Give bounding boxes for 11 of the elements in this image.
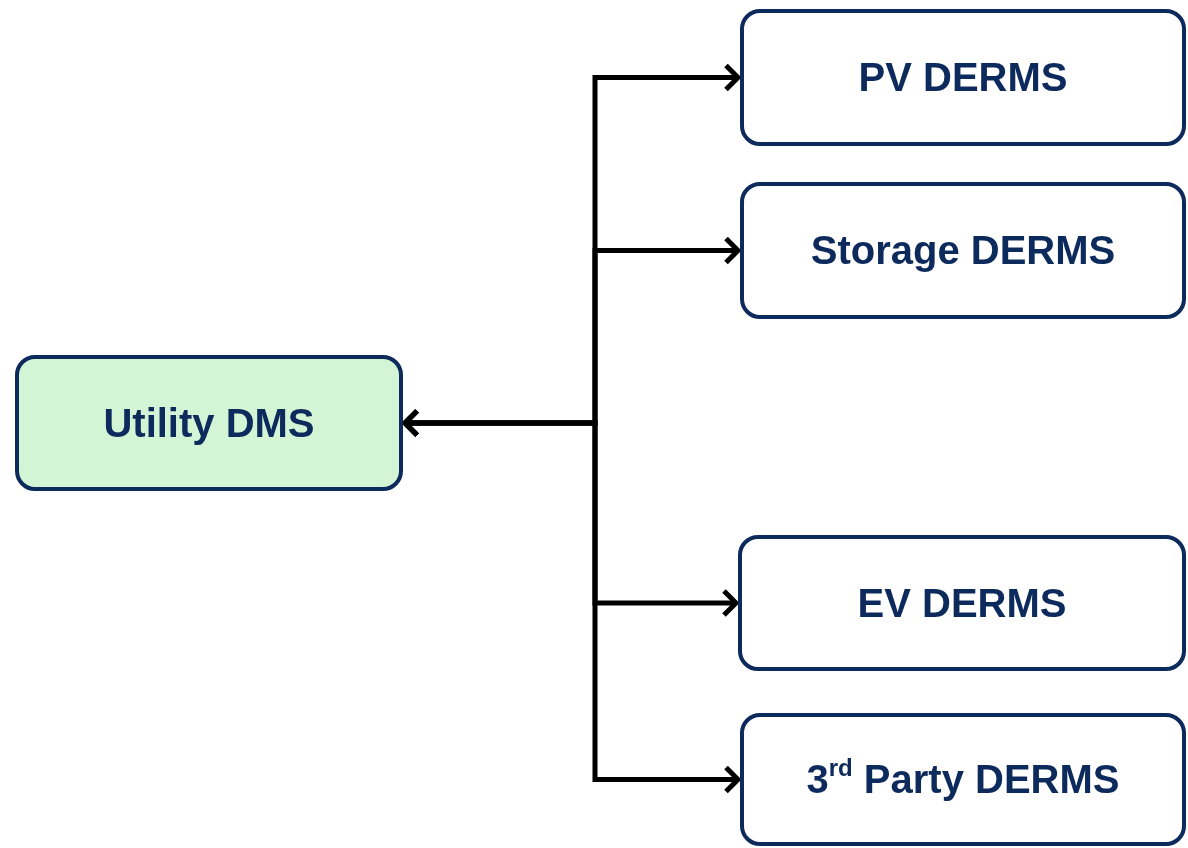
derms-box: [740, 9, 1186, 146]
box-label: Storage DERMS: [810, 228, 1116, 273]
box-label: PV DERMS: [858, 55, 1068, 100]
derms-box: [740, 182, 1186, 319]
box-label: EV DERMS: [857, 580, 1067, 626]
box-label: Utility DMS: [103, 400, 315, 446]
connector-arrow: [402, 408, 741, 794]
derms-box: [740, 713, 1186, 846]
system-box: [15, 355, 403, 491]
derms-box: [738, 535, 1186, 671]
box-label: 3$^{rd}$ Party DERMS: [806, 757, 1120, 802]
